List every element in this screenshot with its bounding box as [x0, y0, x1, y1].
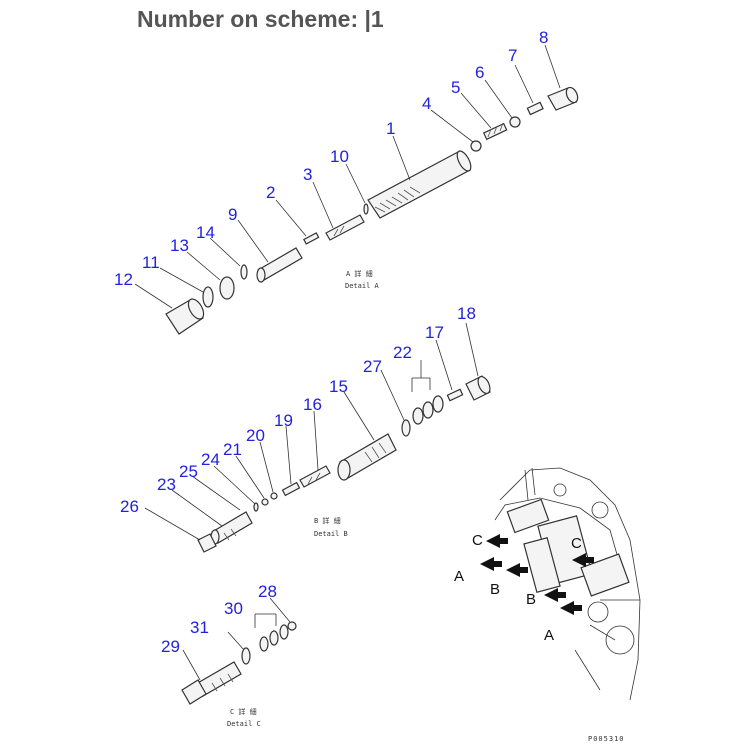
callout-25: 25	[179, 462, 198, 481]
callout-15: 15	[329, 377, 348, 396]
figure-code: P005310	[588, 735, 625, 743]
part-8-sleeve	[547, 86, 579, 111]
part-26-nut	[197, 533, 217, 553]
callout-20: 20	[246, 426, 265, 445]
detail-b-group: 18 17 22 27 15 16 19 20 21 24 25 23 26 B…	[120, 304, 491, 553]
callout-24: 24	[201, 450, 220, 469]
detail-b-label: Detail B	[314, 530, 348, 538]
overview-assembly: C A B C B A	[454, 467, 641, 701]
callout-18: 18	[457, 304, 476, 323]
callout-11: 11	[142, 253, 160, 272]
callout-6: 6	[475, 63, 484, 82]
view-label-c-left: C	[472, 532, 483, 549]
view-label-c-right: C	[571, 535, 582, 552]
callout-7: 7	[508, 46, 517, 65]
detail-a-group: 8 7 6 5 4 1 10 3 2 9 14 13 11 12 A 詳 細 D…	[114, 28, 579, 335]
callout-8: 8	[539, 28, 548, 47]
detail-c-label: Detail C	[227, 720, 261, 728]
part-15-body	[337, 433, 397, 481]
view-label-a-left: A	[454, 568, 464, 585]
part-21	[261, 498, 269, 506]
callout-22: 22	[393, 343, 412, 362]
callout-2: 2	[266, 183, 275, 202]
callout-21: 21	[223, 440, 242, 459]
callout-27: 27	[363, 357, 382, 376]
part-31	[241, 647, 251, 665]
part-30-seals	[259, 624, 289, 652]
callout-17: 17	[425, 323, 444, 342]
callout-1: 1	[386, 119, 395, 138]
part-1-sleeve	[367, 150, 472, 219]
part-10	[363, 203, 369, 215]
callout-31: 31	[190, 618, 209, 637]
part-20	[270, 492, 278, 500]
callout-30: 30	[224, 599, 243, 618]
part-19	[281, 481, 301, 497]
callout-23: 23	[157, 475, 176, 494]
callout-28: 28	[258, 582, 277, 601]
view-label-b-left: B	[490, 581, 500, 598]
part-9-plug	[256, 247, 303, 283]
part-12-nut	[165, 298, 205, 335]
callout-19: 19	[274, 411, 293, 430]
part-3-spool	[325, 214, 365, 241]
detail-b-label-cjk: B 詳 細	[314, 516, 341, 525]
part-28	[287, 621, 297, 631]
part-4	[470, 140, 482, 152]
view-label-b-right: B	[526, 591, 536, 608]
callout-5: 5	[451, 78, 460, 97]
callout-26: 26	[120, 497, 139, 516]
part-13	[219, 276, 235, 300]
part-7	[526, 101, 544, 116]
part-29-plug	[181, 661, 242, 705]
part-6	[509, 116, 521, 128]
part-16-spool	[299, 465, 331, 488]
part-11	[202, 286, 214, 308]
callout-4: 4	[422, 94, 431, 113]
view-label-a-right: A	[544, 627, 554, 644]
part-2	[303, 232, 320, 245]
part-5-spring	[482, 122, 508, 141]
callout-29: 29	[161, 637, 180, 656]
callout-3: 3	[303, 165, 312, 184]
detail-a-label: Detail A	[345, 282, 380, 290]
part-27	[401, 419, 411, 437]
page-title: Number on scheme: |1	[137, 6, 384, 32]
detail-c-group: 28 30 31 29 C 詳 細 Detail C	[161, 582, 297, 728]
callout-14: 14	[196, 223, 215, 242]
detail-a-label-cjk: A 詳 細	[346, 269, 373, 278]
callout-10: 10	[330, 147, 349, 166]
detail-c-label-cjk: C 詳 細	[230, 707, 257, 716]
callout-16: 16	[303, 395, 322, 414]
part-23-plug	[210, 511, 253, 545]
callout-12: 12	[114, 270, 133, 289]
part-18-cap	[465, 375, 491, 401]
part-14	[240, 264, 248, 280]
callout-13: 13	[170, 236, 189, 255]
part-17	[446, 388, 464, 402]
part-22-seals	[412, 395, 444, 425]
part-24	[253, 502, 259, 512]
callout-9: 9	[228, 205, 237, 224]
